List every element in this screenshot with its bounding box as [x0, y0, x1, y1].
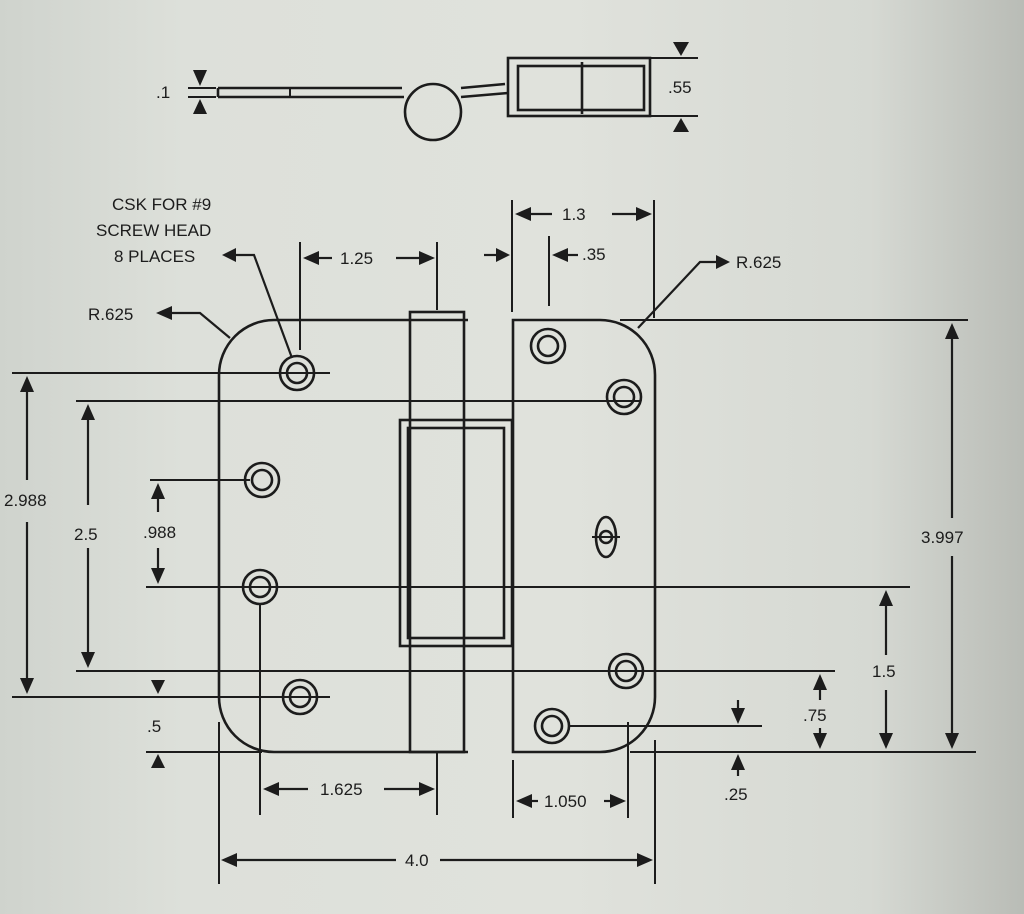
dim-2-5: 2.5	[74, 400, 640, 672]
dim-3-997: 3.997	[620, 319, 976, 753]
screw-hole	[605, 378, 643, 416]
dim-right-bottom: .25	[724, 785, 748, 804]
dim-plate-thickness: .1	[156, 83, 170, 102]
dim-1-5: 1.5	[872, 590, 896, 749]
dim-left-bottom: .5	[147, 717, 161, 736]
dim-1-050: 1.050	[512, 722, 629, 818]
dim-radius-left: R.625	[88, 305, 133, 324]
dim-0-35: .35	[548, 236, 606, 306]
dim-0-5: .5	[146, 680, 262, 768]
dim-left-inner-span: 2.5	[74, 525, 98, 544]
dim-left-outer-span: 2.988	[4, 491, 47, 510]
note-line-2: SCREW HEAD	[96, 221, 211, 240]
dim-hole-offset-top: 1.25	[340, 249, 373, 268]
dim-right-hole-offset: .35	[582, 245, 606, 264]
dim-0-25: .25	[570, 700, 762, 804]
note-line-3: 8 PLACES	[114, 247, 195, 266]
dim-barrel-height: .55	[668, 78, 692, 97]
screw-holes	[241, 327, 645, 745]
dim-left-hole-to-knuckle: 1.625	[320, 780, 363, 799]
right-leaf	[511, 318, 657, 754]
dim-2-988: 2.988	[4, 372, 330, 698]
screw-hole	[529, 327, 567, 365]
top-edge-view: .55 .1	[156, 42, 698, 142]
radius-left-callout: R.625	[88, 305, 231, 339]
dim-right-width: 1.3	[562, 205, 586, 224]
radius-right-callout: R.625	[637, 253, 781, 329]
dim-1-25: 1.25	[299, 242, 438, 350]
dim-left-hole-gap: .988	[143, 523, 176, 542]
left-leaf	[217, 310, 514, 754]
screw-hole	[533, 707, 571, 745]
dim-overall-width: 4.0	[405, 851, 429, 870]
dim-1-625: 1.625	[259, 605, 438, 815]
dim-0-75: .75	[640, 670, 835, 749]
dim-right-lower-span: 1.5	[872, 662, 896, 681]
dim-radius-right: R.625	[736, 253, 781, 272]
dim-right-height: 3.997	[921, 528, 964, 547]
note-line-1: CSK FOR #9	[112, 195, 211, 214]
dim-4-0: 4.0	[218, 722, 656, 884]
screw-hole	[243, 461, 281, 499]
dim-0-988: .988	[143, 479, 910, 588]
dim-right-hole-low: .75	[803, 706, 827, 725]
dim-1-3: 1.3	[515, 200, 655, 318]
countersink-note: CSK FOR #9 SCREW HEAD 8 PLACES	[96, 195, 294, 359]
dim-right-hole-from-edge: 1.050	[544, 792, 587, 811]
dim-gap-arrow	[484, 200, 513, 312]
